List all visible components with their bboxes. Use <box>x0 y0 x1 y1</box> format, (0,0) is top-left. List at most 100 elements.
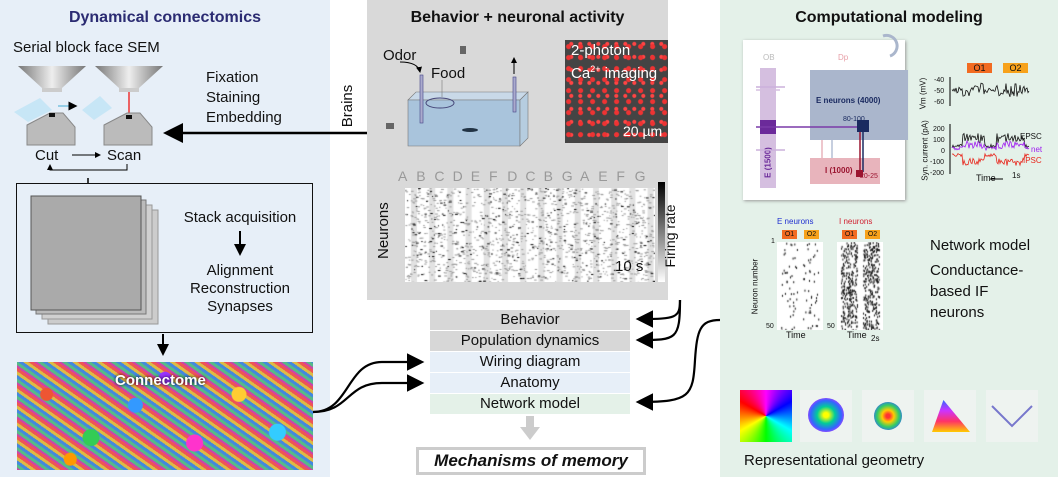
brains-text: Brains <box>339 84 356 128</box>
imaging-text: imaging <box>600 65 658 82</box>
geometry-thumb <box>740 390 792 442</box>
ytick: 50 <box>827 323 835 330</box>
ytick: 50 <box>766 323 774 330</box>
odor-letter: D <box>452 168 463 184</box>
raster-scale: 2s <box>871 334 880 343</box>
neuron-type-line: based IF <box>930 283 989 300</box>
connectome-label: Connectome <box>115 372 206 389</box>
odor-letter: F <box>489 168 498 184</box>
panel-title: Dynamical connectomics <box>68 9 262 26</box>
imaging-label: 2-photon Ca2+ imaging <box>571 42 657 83</box>
raster-ylabel: Neurons <box>359 202 409 259</box>
stack-wiring-diagram: Wiring diagram <box>430 352 630 372</box>
firing-rate-label: Firing rate <box>662 204 678 268</box>
vm-text: Vm (mV) <box>918 77 928 110</box>
geometry-thumb <box>800 390 852 442</box>
odor-letter: E <box>470 168 481 184</box>
geometry-cloud <box>874 402 902 430</box>
geometry-v-shape <box>991 405 1033 428</box>
processing-step: Alignment <box>206 262 274 279</box>
ca-superscript: 2+ <box>590 64 601 74</box>
mechanisms-of-memory: Mechanisms of memory <box>416 447 646 475</box>
odor-letter: C <box>525 168 536 184</box>
time-label: Time <box>976 173 996 183</box>
network-schematic: OB Dp E (1500) E neurons (4000) 80-100 I… <box>743 40 908 200</box>
ca-text: Ca <box>571 65 591 82</box>
syn-label: Syn. current (pA) <box>890 120 960 180</box>
connectome-image <box>17 362 313 470</box>
syn-text: Syn. current (pA) <box>920 120 930 181</box>
odor-letter: B <box>416 168 426 184</box>
i-neurons-label: I (1000) <box>825 166 853 175</box>
imaging-scale-bar: 20 µm <box>623 123 663 139</box>
e-neuron-raster <box>777 242 823 330</box>
brains-label: Brains <box>318 85 378 128</box>
ei-connectivity: 20-25 <box>860 173 878 180</box>
stack-population-dynamics: Population dynamics <box>430 331 630 351</box>
scale-label: 1s <box>1012 171 1021 180</box>
odor-letter: D <box>507 168 518 184</box>
syn-tick: 100 <box>933 137 945 144</box>
network-model-label: Network model <box>930 237 1031 254</box>
stack-anatomy: Anatomy <box>430 373 630 393</box>
e-neurons-label: E neurons (4000) <box>816 96 881 105</box>
calcium-imaging <box>565 40 668 143</box>
vm-tick: -50 <box>934 88 945 95</box>
odor-letter: A <box>398 168 408 184</box>
e-input-label: E (1500) <box>743 147 793 178</box>
processing-step: Synapses <box>207 298 273 315</box>
e-raster-title: E neurons <box>777 217 814 226</box>
behavior-activity-panel: Behavior + neuronal activity Odor Food 2… <box>367 0 678 300</box>
neuron-type-line: Conductance- <box>930 262 1024 279</box>
epsc-label: EPSC <box>1020 132 1042 141</box>
outcome-arrow <box>520 416 540 440</box>
vm-tick: -60 <box>934 99 945 106</box>
cut-label: Cut <box>35 147 59 164</box>
i-time-label: Time <box>847 330 867 340</box>
ipsc-label: IPSC <box>1023 156 1042 165</box>
i-neurons-box <box>810 158 880 184</box>
stack-network-model: Network model <box>430 394 630 414</box>
net-label: net <box>1031 145 1043 154</box>
ytick: 1 <box>771 238 775 245</box>
neuron-number-label: Neuron number <box>725 259 785 315</box>
geometry-thumb <box>862 390 914 442</box>
e-odor2: O2 <box>804 230 819 239</box>
stack-behavior: Behavior <box>430 310 630 330</box>
subtitle: Serial block face SEM <box>13 39 160 56</box>
vm-tick: -40 <box>934 77 945 84</box>
geometry-cloud <box>932 400 970 432</box>
odor-letter: E <box>598 168 608 184</box>
e-neurons-box <box>810 70 908 140</box>
prep-step: Staining <box>206 89 261 106</box>
scan-label: Scan <box>107 147 142 164</box>
geometry-label: Representational geometry <box>744 452 925 469</box>
colorbar-label: Firing rate <box>625 204 715 267</box>
i-odor2: O2 <box>865 230 880 239</box>
odor-letter: B <box>543 168 553 184</box>
stack-box <box>16 183 313 333</box>
e-input-highlight <box>760 120 776 134</box>
odor-letter: G <box>561 168 573 184</box>
prep-step: Fixation <box>206 69 259 86</box>
panel-title: Behavior + neuronal activity <box>410 9 625 26</box>
syn-tick: 200 <box>933 126 945 133</box>
dp-label: Dp <box>838 53 849 62</box>
prep-step: Embedding <box>206 109 282 126</box>
i-raster-title: I neurons <box>839 217 873 226</box>
time-scale-bar: 10 s <box>615 258 644 275</box>
neurons-label: Neurons <box>375 202 392 259</box>
syn-tick: 0 <box>941 148 945 155</box>
imaging-label-line2: Ca2+ imaging <box>571 60 657 83</box>
geometry-thumb <box>986 390 1038 442</box>
geometry-cloud <box>808 398 844 432</box>
odor-letter: G <box>634 168 646 184</box>
odor-letter: C <box>434 168 445 184</box>
e-input-text: E (1500) <box>763 147 773 178</box>
sem-label: SEM <box>33 68 66 85</box>
odor-letter: A <box>580 168 590 184</box>
e-time-label: Time <box>786 330 806 340</box>
geometry-thumb <box>924 390 976 442</box>
ob-label: OB <box>763 53 775 62</box>
